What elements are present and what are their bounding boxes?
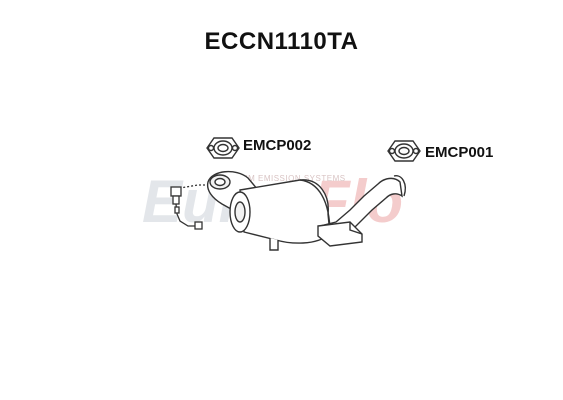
- part-label-emcp001: EMCP001: [425, 144, 494, 161]
- particulate-filter-assembly: [206, 171, 406, 251]
- gasket-emcp002-icon: [206, 137, 240, 159]
- watermark-tagline: PREMIUM EMISSION SYSTEMS: [214, 174, 346, 183]
- part-number-title: ECCN1110TA: [204, 28, 359, 55]
- part-label-emcp002: EMCP002: [243, 137, 312, 154]
- gasket-emcp001-icon: [387, 140, 421, 162]
